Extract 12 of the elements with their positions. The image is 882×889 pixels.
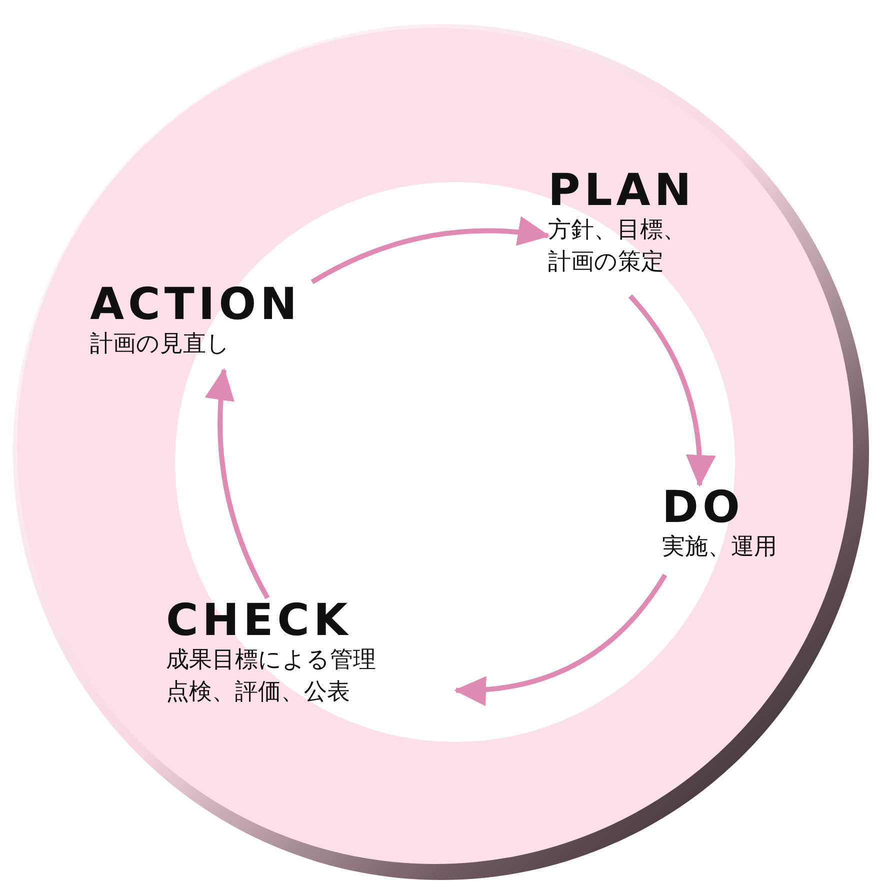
cycle-arrow	[628, 294, 715, 487]
stage-description: 成果目標による管理点検、評価、公表	[166, 646, 377, 708]
cycle-arrow	[206, 368, 270, 600]
stage-heading: DO	[662, 485, 744, 532]
stage-description: 計画の見直し	[90, 330, 230, 360]
cycle-arrow	[310, 216, 550, 284]
cycle-arrow	[454, 574, 668, 705]
stage-heading: CHECK	[166, 598, 352, 644]
stage-description: 実施、運用	[662, 533, 777, 562]
stage-heading: ACTION	[90, 282, 301, 328]
stage-description: 方針、目標、計画の策定	[548, 216, 687, 278]
stage-heading: PLAN	[548, 168, 696, 214]
